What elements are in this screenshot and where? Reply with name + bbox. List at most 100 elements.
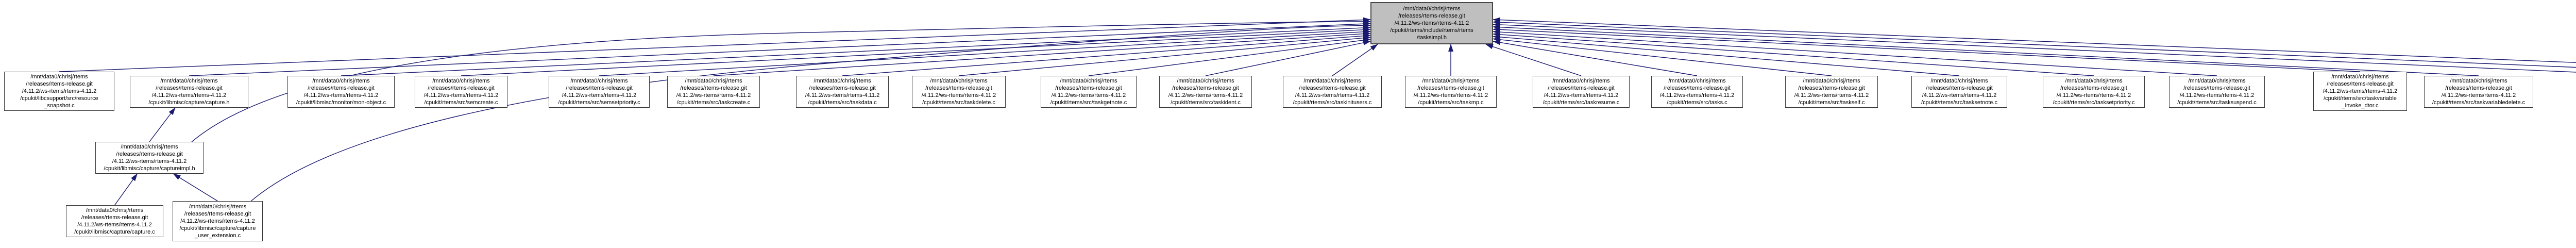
- include-edge-resource_snapshot_c-to-tasksimpl_h: [59, 17, 1371, 72]
- include-edge-tasksetnote_c-to-tasksimpl_h: [1493, 34, 1960, 76]
- node-path-line: /releases/rtems-release.git: [2445, 85, 2512, 91]
- node-path-line: /cpukit/rtems/src/tasksuspend.c: [2177, 100, 2257, 106]
- node-path-line: _user_extension.c: [194, 233, 241, 239]
- node-path-line: /releases/rtems-release.git: [566, 85, 633, 91]
- node-path-line: /releases/rtems-release.git: [26, 81, 93, 87]
- graph-node-taskident_c[interactable]: /mnt/data0/chrisj/rtems/releases/rtems-r…: [1159, 76, 1252, 108]
- node-path-line: /cpukit/libmisc/monitor/mon-object.c: [296, 100, 386, 106]
- node-path-line: /4.11.2/ws-rtems/rtems-4.11.2: [805, 92, 880, 98]
- graph-node-taskcreate_c[interactable]: /mnt/data0/chrisj/rtems/releases/rtems-r…: [667, 76, 760, 108]
- node-path-line: /releases/rtems-release.git: [925, 85, 992, 91]
- include-edge-capture_h-to-tasksimpl_h: [189, 21, 1371, 76]
- graph-node-taskmp_c[interactable]: /mnt/data0/chrisj/rtems/releases/rtems-r…: [1405, 76, 1497, 108]
- node-path-line: /4.11.2/ws-rtems/rtems-4.11.2: [921, 92, 996, 98]
- graph-node-semcreate_c[interactable]: /mnt/data0/chrisj/rtems/releases/rtems-r…: [415, 76, 507, 108]
- node-path-line: /4.11.2/ws-rtems/rtems-4.11.2: [1168, 92, 1243, 98]
- include-edge-taskresume_c-to-tasksimpl_h: [1485, 44, 1582, 76]
- node-path-line: /mnt/data0/chrisj/rtems: [86, 207, 144, 213]
- graph-node-capture_h[interactable]: /mnt/data0/chrisj/rtems/releases/rtems-r…: [130, 76, 248, 108]
- node-path-line: /mnt/data0/chrisj/rtems: [1403, 6, 1461, 12]
- node-path-line: /mnt/data0/chrisj/rtems: [930, 78, 988, 84]
- graph-node-tasksetpriority_c[interactable]: /mnt/data0/chrisj/rtems/releases/rtems-r…: [2043, 76, 2145, 108]
- node-path-line: /mnt/data0/chrisj/rtems: [2188, 78, 2246, 84]
- include-edge-tasksuspend_c-to-tasksimpl_h: [1493, 29, 2217, 76]
- include-edge-capture_user_extension_c-to-tasksimpl_h: [249, 23, 1371, 203]
- node-path-line: /mnt/data0/chrisj/rtems: [2065, 78, 2123, 84]
- node-path-line: /releases/rtems-release.git: [680, 85, 747, 91]
- node-path-line: /cpukit/rtems/src/taskdata.c: [808, 100, 877, 106]
- node-path-line: /releases/rtems-release.git: [1398, 13, 1465, 19]
- node-path-line: /4.11.2/ws-rtems/rtems-4.11.2: [1413, 92, 1488, 98]
- graph-node-taskdelete_c[interactable]: /mnt/data0/chrisj/rtems/releases/rtems-r…: [912, 76, 1006, 108]
- node-path-line: /releases/rtems-release.git: [1926, 85, 1993, 91]
- graph-node-semsetpriority_c[interactable]: /mnt/data0/chrisj/rtems/releases/rtems-r…: [549, 76, 650, 108]
- node-path-line: /4.11.2/ws-rtems/rtems-4.11.2: [1659, 92, 1735, 98]
- node-path-line: /releases/rtems-release.git: [116, 151, 183, 157]
- node-path-line: /mnt/data0/chrisj/rtems: [570, 78, 628, 84]
- node-path-line: /cpukit/libmisc/capture/capture: [179, 225, 256, 232]
- graph-node-taskvariabledelete_c[interactable]: /mnt/data0/chrisj/rtems/releases/rtems-r…: [2424, 76, 2533, 108]
- graph-node-taskgetnote_c[interactable]: /mnt/data0/chrisj/rtems/releases/rtems-r…: [1041, 76, 1137, 108]
- node-path-line: /cpukit/rtems/src/semcreate.c: [424, 100, 498, 106]
- node-path-line: /mnt/data0/chrisj/rtems: [30, 74, 88, 80]
- node-path-line: /releases/rtems-release.git: [1055, 85, 1122, 91]
- node-path-line: /cpukit/rtems/src/taskself.c: [1798, 100, 1865, 106]
- node-path-line: /mnt/data0/chrisj/rtems: [2331, 74, 2389, 80]
- node-path-line: /4.11.2/ws-rtems/rtems-4.11.2: [562, 92, 637, 98]
- node-path-line: /cpukit/rtems/src/taskgetnote.c: [1050, 100, 1127, 106]
- graph-node-capture_user_extension_c[interactable]: /mnt/data0/chrisj/rtems/releases/rtems-r…: [173, 201, 263, 241]
- node-path-line: /cpukit/rtems/src/tasksetpriority.c: [2053, 100, 2135, 106]
- node-path-line: /4.11.2/ws-rtems/rtems-4.11.2: [2179, 92, 2255, 98]
- include-edge-semsetpriority_c-to-tasksimpl_h: [599, 29, 1371, 76]
- graph-node-tasksetnote_c[interactable]: /mnt/data0/chrisj/rtems/releases/rtems-r…: [1911, 76, 2007, 108]
- node-path-line: /mnt/data0/chrisj/rtems: [1803, 78, 1860, 84]
- include-edge-timerserver_c-to-tasksimpl_h: [1493, 20, 2576, 68]
- include-edge-capture_c-to-captureimpl_h: [114, 173, 138, 206]
- graph-node-mon_object_c[interactable]: /mnt/data0/chrisj/rtems/releases/rtems-r…: [287, 76, 395, 108]
- include-edge-mon_object_c-to-tasksimpl_h: [341, 25, 1371, 76]
- node-path-line: /releases/rtems-release.git: [809, 85, 876, 91]
- node-path-line: /4.11.2/ws-rtems/rtems-4.11.2: [303, 92, 379, 98]
- node-path-line: /releases/rtems-release.git: [1548, 85, 1615, 91]
- node-path-line: /cpukit/rtems/include/rtems/rtems: [1390, 27, 1473, 34]
- graph-node-taskvariable_invoke_dtor_c[interactable]: /mnt/data0/chrisj/rtems/releases/rtems-r…: [2313, 72, 2407, 111]
- graph-node-tasks_c[interactable]: /mnt/data0/chrisj/rtems/releases/rtems-r…: [1651, 76, 1743, 108]
- include-edge-taskinitusers_c-to-tasksimpl_h: [1332, 44, 1378, 76]
- node-path-line: /releases/rtems-release.git: [308, 85, 375, 91]
- node-path-line: /mnt/data0/chrisj/rtems: [2450, 78, 2507, 84]
- graph-node-taskdata_c[interactable]: /mnt/data0/chrisj/rtems/releases/rtems-r…: [796, 76, 889, 108]
- node-path-line: /4.11.2/ws-rtems/rtems-4.11.2: [1051, 92, 1126, 98]
- node-path-line: /mnt/data0/chrisj/rtems: [1422, 78, 1480, 84]
- graph-node-taskinitusers_c[interactable]: /mnt/data0/chrisj/rtems/releases/rtems-r…: [1283, 76, 1382, 108]
- graph-node-taskself_c[interactable]: /mnt/data0/chrisj/rtems/releases/rtems-r…: [1785, 76, 1878, 108]
- node-path-line: /releases/rtems-release.git: [1664, 85, 1731, 91]
- node-path-line: /4.11.2/ws-rtems/rtems-4.11.2: [2441, 92, 2516, 98]
- include-edge-tasks_c-to-tasksimpl_h: [1493, 40, 1698, 76]
- node-path-line: /mnt/data0/chrisj/rtems: [432, 78, 490, 84]
- graph-node-resource_snapshot_c[interactable]: /mnt/data0/chrisj/rtems/releases/rtems-r…: [4, 72, 114, 111]
- node-path-line: /releases/rtems-release.git: [1172, 85, 1239, 91]
- include-edge-capture_user_extension_c-to-captureimpl_h: [173, 173, 218, 202]
- node-path-line: /mnt/data0/chrisj/rtems: [160, 78, 218, 84]
- include-edge-taskcreate_c-to-tasksimpl_h: [713, 31, 1371, 76]
- node-path-line: /releases/rtems-release.git: [81, 214, 148, 221]
- graph-node-taskresume_c[interactable]: /mnt/data0/chrisj/rtems/releases/rtems-r…: [1533, 76, 1630, 108]
- graph-node-captureimpl_h[interactable]: /mnt/data0/chrisj/rtems/releases/rtems-r…: [95, 142, 204, 174]
- node-path-line: /4.11.2/ws-rtems/rtems-4.11.2: [676, 92, 751, 98]
- node-path-line: /cpukit/rtems/src/taskmp.c: [1418, 100, 1484, 106]
- include-edge-taskvariable_invoke_dtor_c-to-tasksimpl_h: [1493, 27, 2361, 72]
- include-edge-taskgetnote_c-to-tasksimpl_h: [1088, 38, 1371, 76]
- graph-node-capture_c[interactable]: /mnt/data0/chrisj/rtems/releases/rtems-r…: [66, 205, 163, 237]
- node-path-line: /4.11.2/ws-rtems/rtems-4.11.2: [22, 88, 97, 94]
- node-path-line: /cpukit/rtems/src/tasksetnote.c: [1921, 100, 1997, 106]
- graph-node-tasksimpl_h[interactable]: /mnt/data0/chrisj/rtems/releases/rtems-r…: [1370, 2, 1493, 44]
- node-path-line: /releases/rtems-release.git: [184, 211, 251, 217]
- graph-node-tasksuspend_c[interactable]: /mnt/data0/chrisj/rtems/releases/rtems-r…: [2169, 76, 2265, 108]
- node-path-line: /tasksimpl.h: [1416, 35, 1447, 41]
- include-edge-taskident_c-to-tasksimpl_h: [1205, 40, 1371, 76]
- node-path-line: /releases/rtems-release.git: [2060, 85, 2127, 91]
- node-path-line: /cpukit/rtems/src/taskvariable: [2324, 95, 2397, 102]
- node-path-line: /releases/rtems-release.git: [156, 85, 223, 91]
